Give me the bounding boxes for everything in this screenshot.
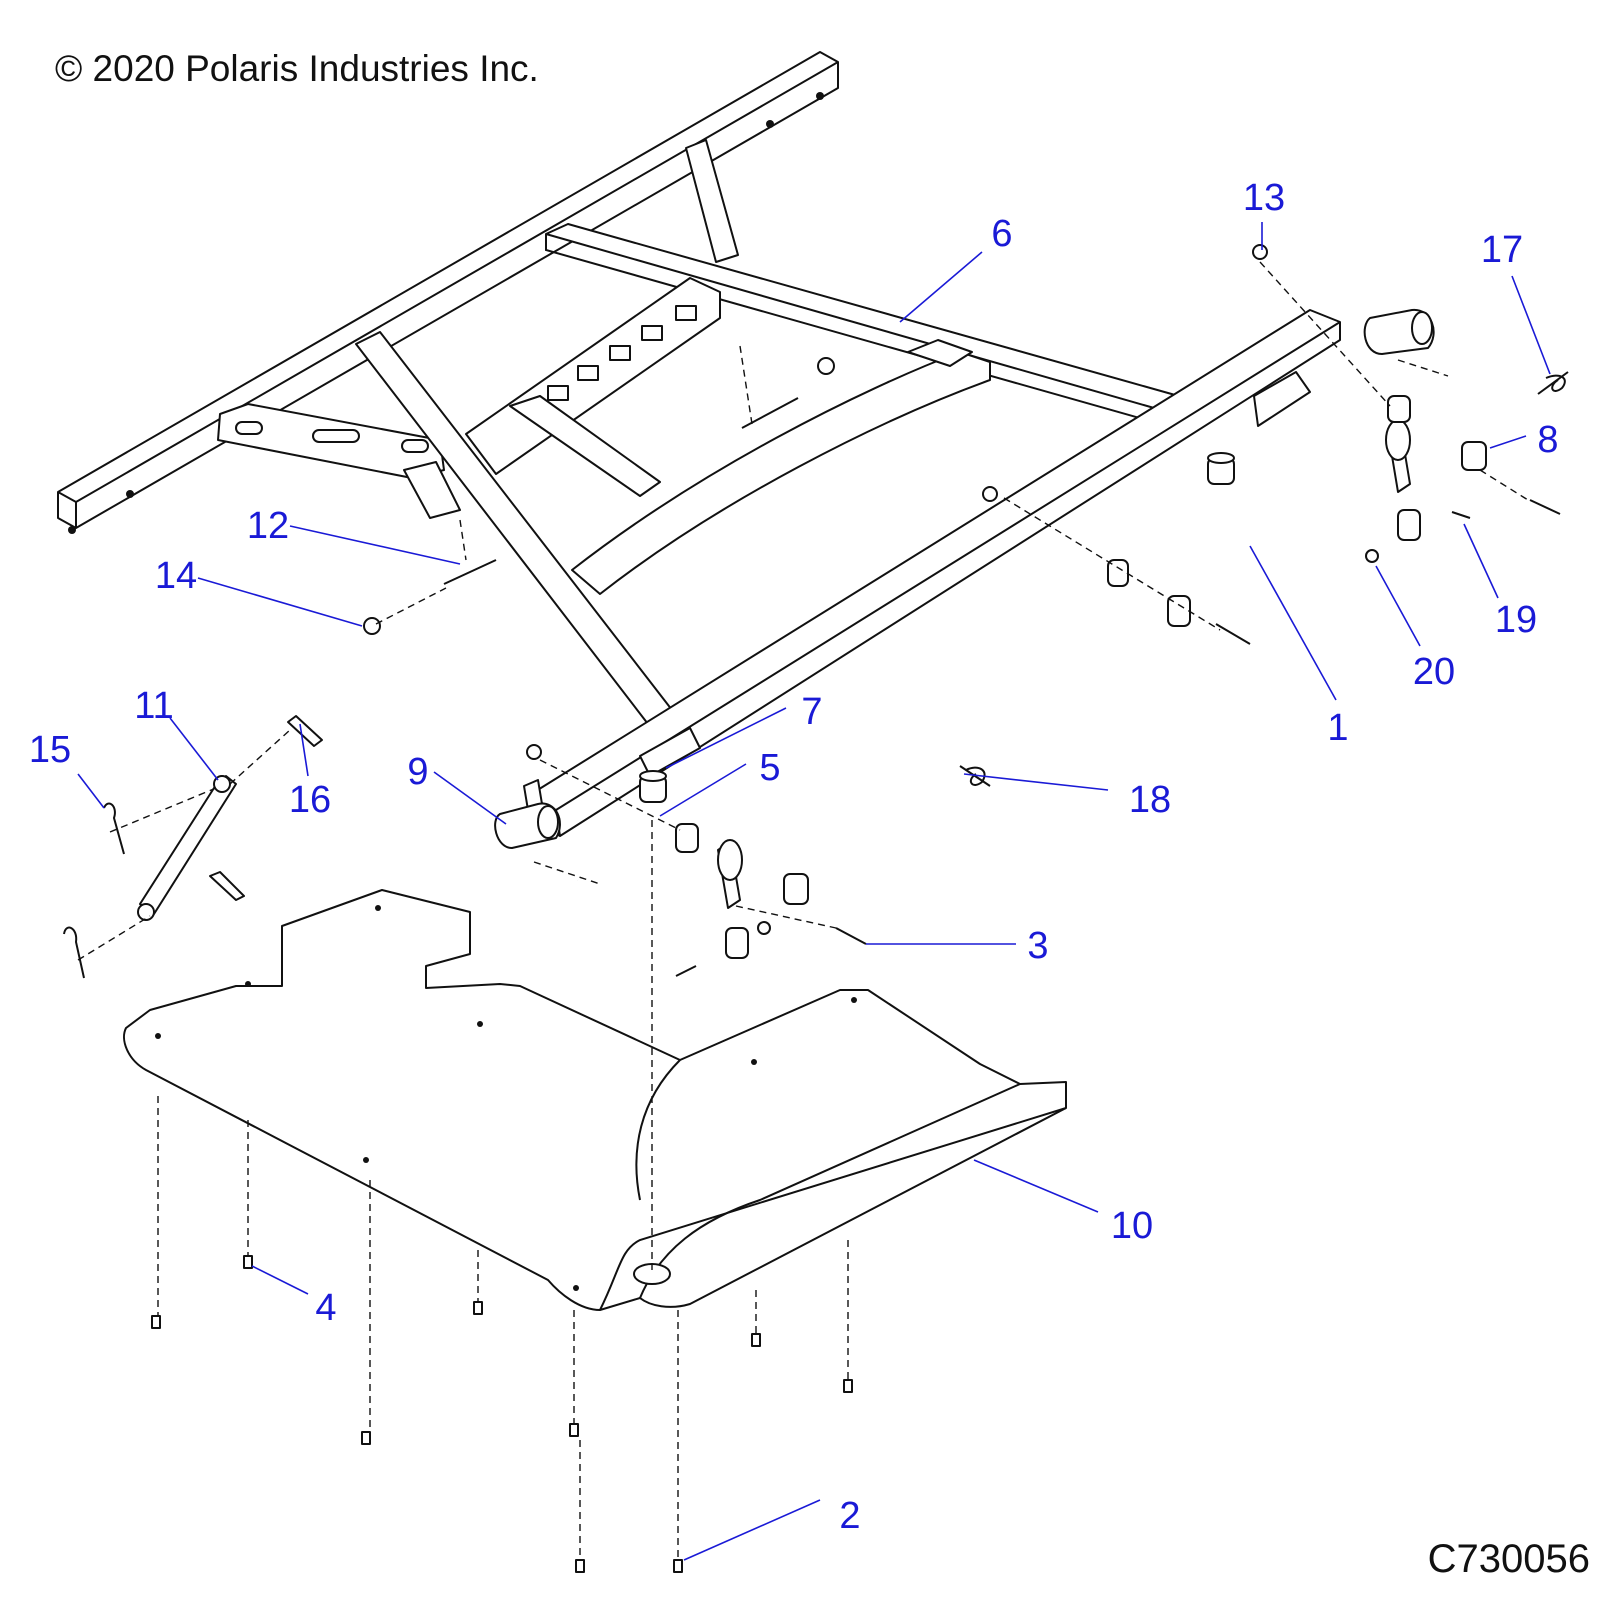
callout-16: 16 — [289, 779, 331, 821]
callout-12: 12 — [247, 505, 289, 547]
assembly-lines — [77, 261, 1529, 1560]
callout-14: 14 — [155, 555, 197, 597]
callout-4: 4 — [315, 1287, 336, 1329]
spring-17 — [1537, 371, 1569, 395]
skid-plate — [123, 889, 1067, 1311]
rail-bracket — [685, 139, 739, 263]
callout-leaders — [77, 222, 1551, 1561]
callout-20: 20 — [1413, 651, 1455, 693]
callout-2: 2 — [839, 1495, 860, 1537]
clamp-parts — [363, 244, 1487, 959]
figure-id: C730056 — [1427, 1537, 1590, 1581]
bushing-9 — [494, 802, 561, 849]
callout-11: 11 — [134, 685, 173, 727]
bump-stop-upper — [1207, 452, 1235, 485]
skid-fasteners — [151, 1255, 853, 1573]
callout-5: 5 — [759, 747, 780, 789]
brace-plate — [217, 403, 461, 519]
bushing-upper — [1363, 308, 1435, 355]
callout-10: 10 — [1111, 1205, 1153, 1247]
bump-stop-7 — [639, 770, 667, 803]
callout-labels: 1 2 3 4 5 6 7 8 9 10 11 12 13 14 15 16 1… — [29, 177, 1559, 1537]
callout-17: 17 — [1481, 229, 1523, 271]
bar-mount-left — [717, 839, 743, 909]
callout-3: 3 — [1027, 925, 1048, 967]
callout-15: 15 — [29, 729, 71, 771]
callout-13: 13 — [1243, 177, 1285, 219]
diagonal-tube — [355, 331, 673, 725]
callout-6: 6 — [991, 213, 1012, 255]
torsion-bar — [577, 367, 1482, 884]
callout-7: 7 — [801, 691, 822, 733]
gas-strut — [137, 715, 323, 921]
bar-mount-right — [1385, 419, 1411, 493]
callout-18: 18 — [1129, 779, 1171, 821]
bolts — [443, 397, 1561, 977]
callout-9: 9 — [407, 751, 428, 793]
callout-1: 1 — [1327, 707, 1348, 749]
callout-8: 8 — [1537, 419, 1558, 461]
copyright-text: © 2020 Polaris Industries Inc. — [55, 48, 539, 89]
callout-19: 19 — [1495, 599, 1537, 641]
cross-frame — [465, 223, 1201, 595]
hair-pins — [63, 802, 125, 979]
